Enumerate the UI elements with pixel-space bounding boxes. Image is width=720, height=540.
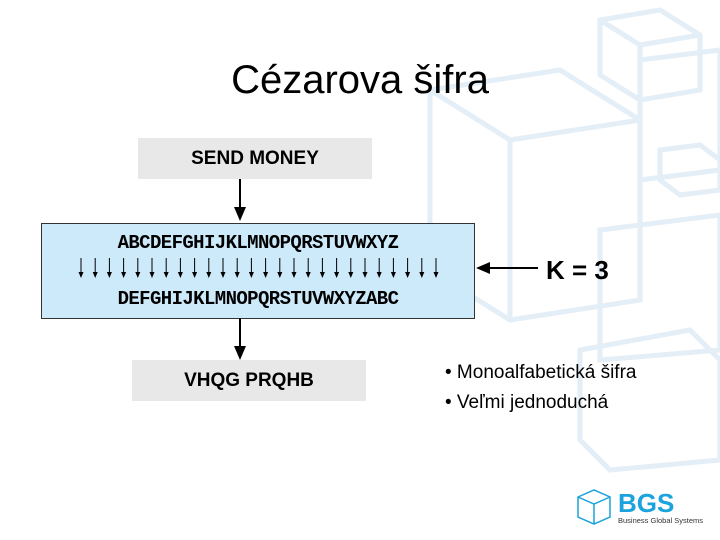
mapping-arrow	[78, 258, 84, 278]
mapping-arrow	[390, 258, 396, 278]
mapping-arrow	[305, 258, 311, 278]
arrow-left-icon	[476, 262, 538, 274]
bullet-item: • Monoalfabetická šifra	[445, 362, 637, 383]
mapping-arrow	[177, 258, 183, 278]
slide-title: Cézarova šifra	[231, 58, 489, 102]
substitution-table: ABCDEFGHIJKLMNOPQRSTUVWXYZ DEFGHIJKLMNOP…	[41, 223, 475, 319]
mapping-arrow	[149, 258, 155, 278]
mapping-arrow	[362, 258, 368, 278]
plain-alphabet: ABCDEFGHIJKLMNOPQRSTUVWXYZ	[117, 232, 399, 254]
bullet-item: • Veľmi jednoduchá	[445, 392, 609, 413]
mapping-arrow	[376, 258, 382, 278]
mapping-arrow	[92, 258, 98, 278]
mapping-arrow	[419, 258, 425, 278]
mapping-arrow	[220, 258, 226, 278]
arrow-down-icon	[234, 179, 246, 221]
mapping-arrow	[121, 258, 127, 278]
mapping-arrow	[135, 258, 141, 278]
cipher-alphabet: DEFGHIJKLMNOPQRSTUVWXYZABC	[117, 288, 399, 310]
mapping-arrow	[206, 258, 212, 278]
logo-tagline: Business Global Systems	[618, 516, 703, 525]
plaintext-box: SEND MONEY	[138, 138, 372, 179]
arrow-down-icon	[234, 318, 246, 360]
mapping-arrow	[248, 258, 254, 278]
mapping-arrow	[163, 258, 169, 278]
mapping-arrow	[334, 258, 340, 278]
mapping-arrow	[192, 258, 198, 278]
mapping-arrow	[263, 258, 269, 278]
mapping-arrows	[78, 258, 439, 278]
mapping-arrow	[405, 258, 411, 278]
mapping-arrow	[348, 258, 354, 278]
mapping-arrow	[277, 258, 283, 278]
mapping-arrow	[106, 258, 112, 278]
logo-text: BGS	[618, 488, 674, 518]
mapping-arrow	[234, 258, 240, 278]
mapping-arrow	[433, 258, 439, 278]
mapping-arrow	[319, 258, 325, 278]
bgs-logo: BGS Business Global Systems	[576, 487, 716, 532]
mapping-arrow	[291, 258, 297, 278]
key-label: K = 3	[546, 255, 609, 285]
ciphertext-box: VHQG PRQHB	[132, 360, 366, 401]
